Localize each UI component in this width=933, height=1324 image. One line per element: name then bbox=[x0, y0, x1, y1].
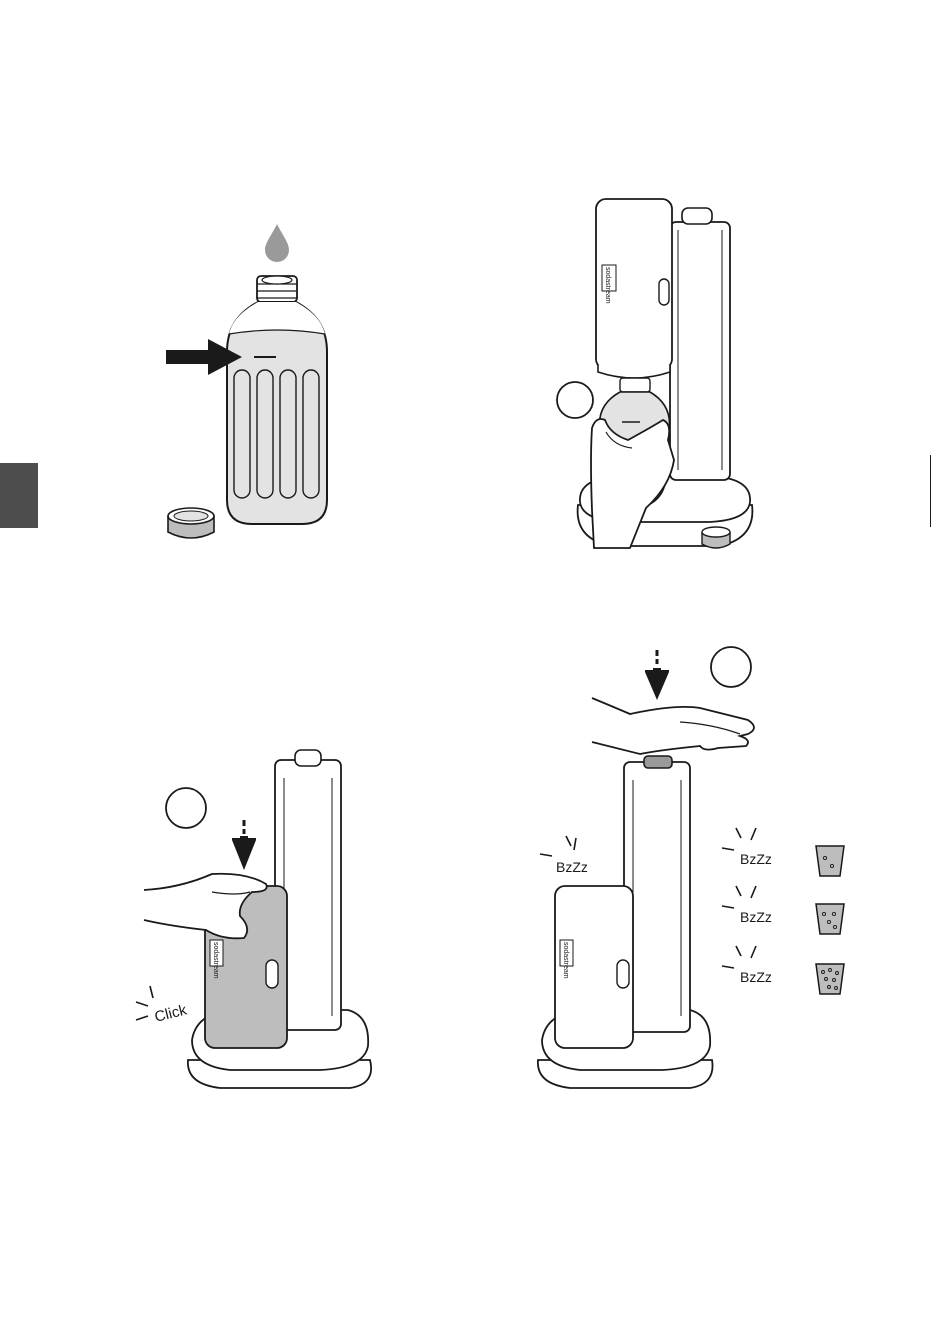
brand-label: sodastream bbox=[604, 267, 611, 304]
buzz-sound-text: BzZz bbox=[556, 859, 588, 875]
step-marker-circle bbox=[711, 647, 751, 687]
bottle-cap bbox=[168, 508, 214, 538]
buzz-sound: BzZz bbox=[540, 836, 588, 875]
click-sound-text: Click bbox=[153, 1001, 189, 1025]
panel-lock-bottle: sodastream Click bbox=[136, 750, 371, 1088]
hand-pressing-button bbox=[592, 698, 754, 754]
brand-label: sodastream bbox=[212, 942, 219, 979]
carbonation-level: BzZz bbox=[722, 828, 844, 876]
press-down-arrow bbox=[232, 820, 256, 870]
soda-glass-icon bbox=[816, 846, 844, 876]
buzz-level-text: BzZz bbox=[740, 851, 772, 867]
brand-label: sodastream bbox=[562, 942, 569, 979]
step-marker-circle bbox=[166, 788, 206, 828]
machine-front-housing: sodastream bbox=[555, 886, 633, 1048]
panel-fill-bottle bbox=[166, 224, 327, 538]
machine-column bbox=[670, 208, 730, 480]
water-drop-icon bbox=[265, 224, 289, 262]
press-down-arrow bbox=[645, 650, 669, 700]
click-sound: Click bbox=[136, 986, 189, 1026]
bottle-cap bbox=[702, 527, 730, 548]
water-bottle bbox=[227, 276, 327, 524]
panel-attach-bottle: sodastream bbox=[557, 199, 752, 548]
panel-carbonate: sodastream BzZz BzZz bbox=[538, 647, 844, 1088]
buzz-level-text: BzZz bbox=[740, 969, 772, 985]
machine-front-housing: sodastream bbox=[596, 199, 672, 378]
carbonation-level: BzZz bbox=[722, 886, 844, 934]
soda-glass-icon bbox=[816, 904, 844, 934]
carbonation-levels: BzZz BzZz BzZz bbox=[722, 828, 844, 994]
machine-column bbox=[624, 756, 690, 1032]
carbonation-level: BzZz bbox=[722, 946, 844, 994]
step-marker-circle bbox=[557, 382, 593, 418]
buzz-level-text: BzZz bbox=[740, 909, 772, 925]
